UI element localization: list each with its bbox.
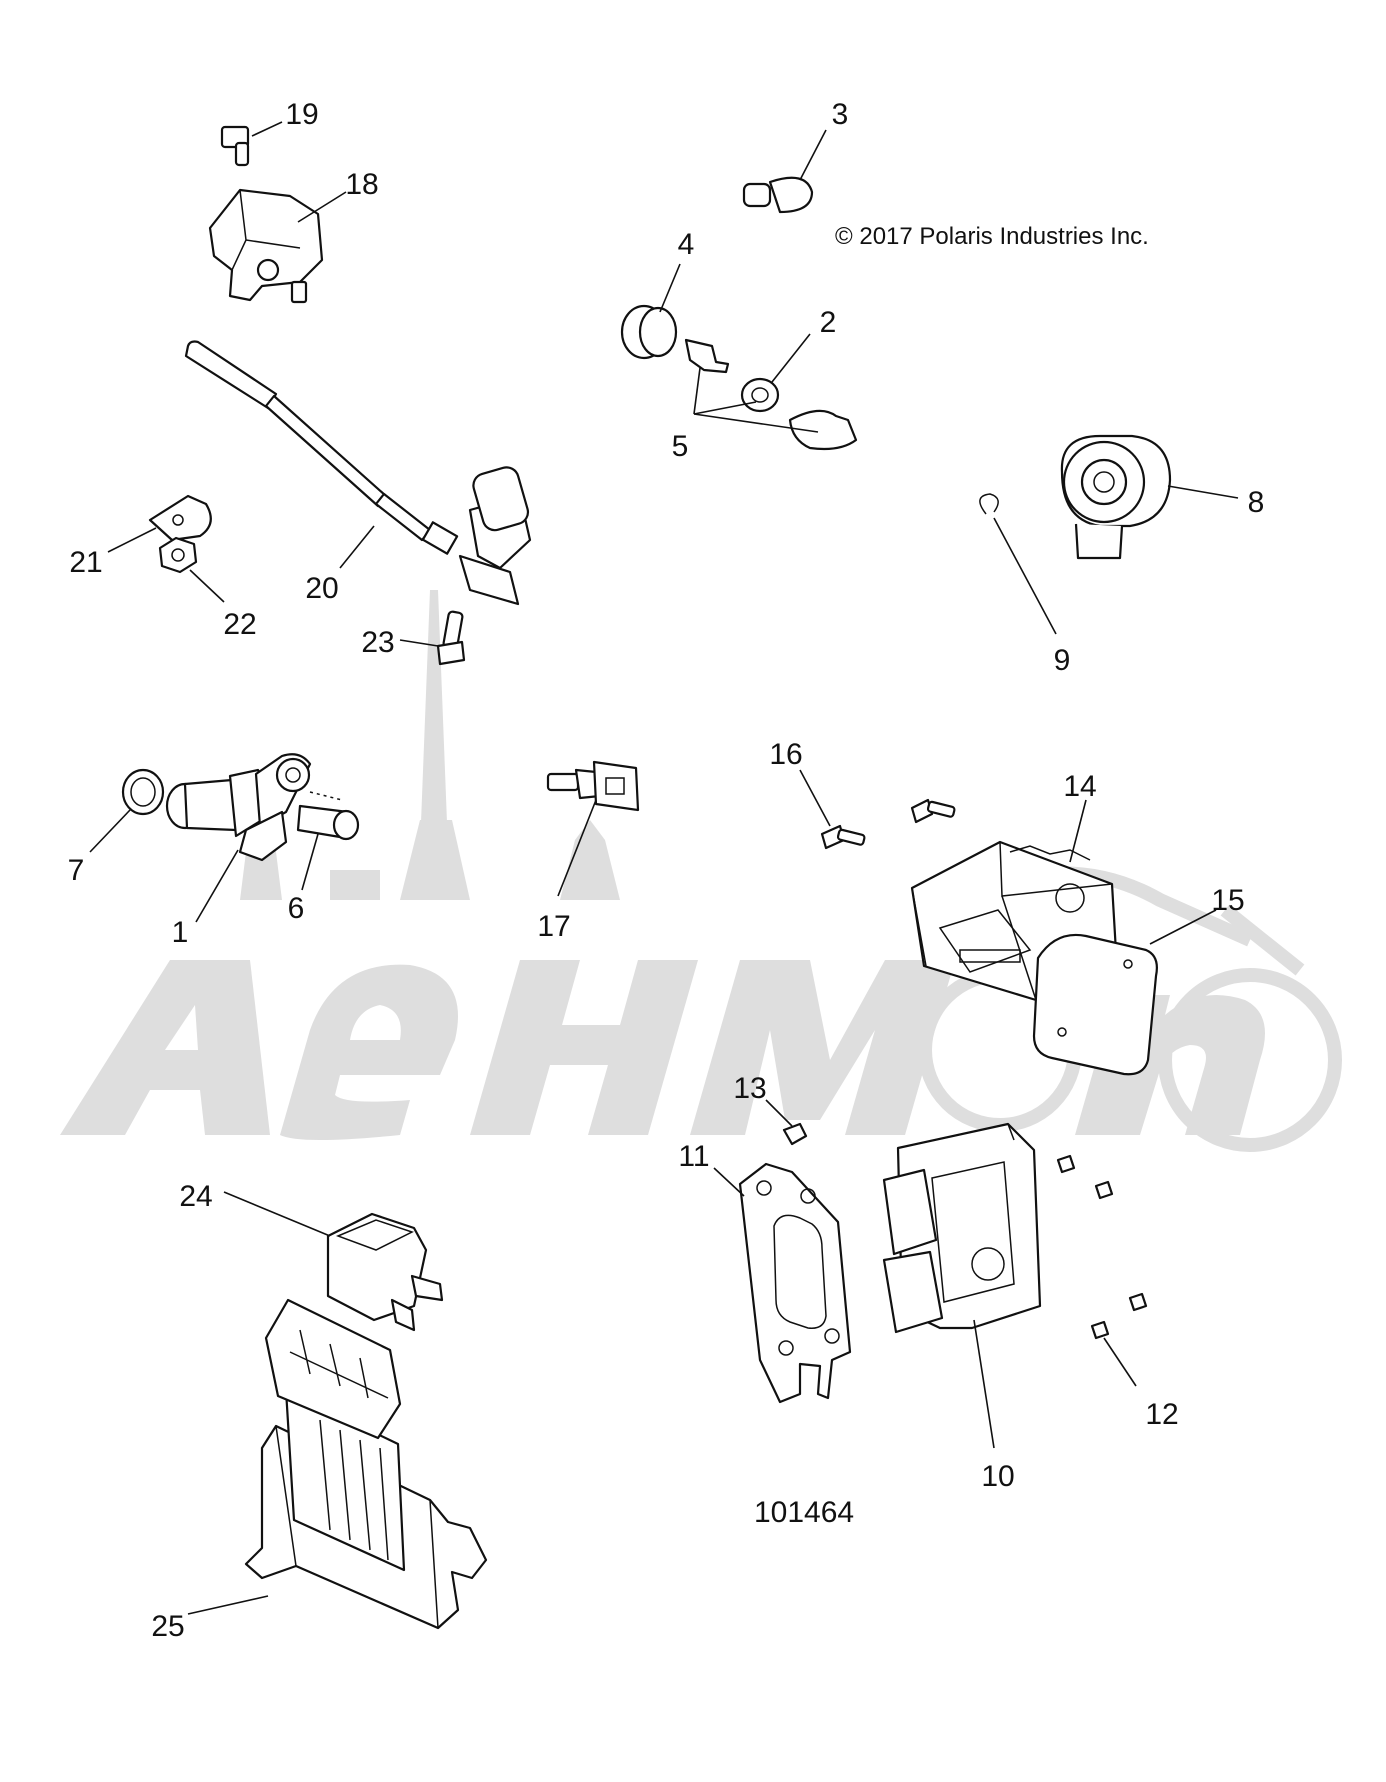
callout-labels: 1 2 3 4 5 6 7 8 9 10 11 12 13 14 15 16 1…	[68, 98, 1265, 1643]
part-11-bracket-plate	[713, 1162, 852, 1404]
part-20-speed-sensor	[184, 340, 532, 606]
part-1-position-sensor	[165, 753, 312, 923]
callout-16: 16	[769, 738, 802, 771]
callout-1: 1	[172, 916, 189, 949]
callout-3: 3	[832, 98, 849, 131]
callout-7: 7	[68, 854, 85, 887]
part-4-cap	[620, 263, 681, 360]
part-7-o-ring	[89, 768, 165, 853]
callout-23: 23	[361, 626, 394, 659]
part-8-knock-sensor	[1060, 434, 1239, 560]
callout-25: 25	[151, 1610, 184, 1643]
part-6-pin	[296, 791, 360, 891]
callout-13: 13	[733, 1072, 766, 1105]
part-13-screw	[765, 1099, 808, 1146]
part-18-map-sensor	[208, 188, 347, 304]
callout-15: 15	[1211, 884, 1244, 917]
callout-17: 17	[537, 910, 570, 943]
part-10-ecu	[882, 1122, 1042, 1449]
leader-2	[771, 333, 811, 383]
part-16-screws	[799, 769, 956, 850]
copyright-notice: © 2017 Polaris Industries Inc.	[835, 223, 1149, 250]
callout-24: 24	[179, 1180, 212, 1213]
callout-2: 2	[820, 306, 837, 339]
part-17-temp-sensor	[546, 760, 640, 897]
part-5-connector-kit	[684, 338, 858, 451]
part-12-screws	[1056, 1154, 1148, 1387]
part-23-bolt	[399, 610, 466, 666]
part-19-bolt	[220, 121, 283, 167]
callout-11: 11	[678, 1140, 709, 1173]
figure-number: 101464	[754, 1496, 854, 1529]
callout-14: 14	[1063, 770, 1096, 803]
callout-9: 9	[1054, 644, 1071, 677]
part-9-clip	[979, 493, 1057, 635]
part-3-plug	[742, 129, 827, 214]
part-25-regulator	[187, 1298, 488, 1630]
callout-4: 4	[678, 228, 695, 261]
callout-10: 10	[981, 1460, 1014, 1493]
callout-12: 12	[1145, 1398, 1178, 1431]
part-15-gasket	[1032, 909, 1217, 1076]
callout-18: 18	[345, 168, 378, 201]
part-22-nut	[158, 536, 225, 603]
callout-8: 8	[1248, 486, 1265, 519]
part-24-switch	[223, 1191, 444, 1332]
callout-22: 22	[223, 608, 256, 641]
callout-19: 19	[285, 98, 318, 131]
part-21-bracket	[107, 494, 212, 553]
callout-20: 20	[305, 572, 338, 605]
callout-5: 5	[672, 430, 689, 463]
callout-21: 21	[69, 546, 102, 579]
callout-6: 6	[288, 892, 305, 925]
